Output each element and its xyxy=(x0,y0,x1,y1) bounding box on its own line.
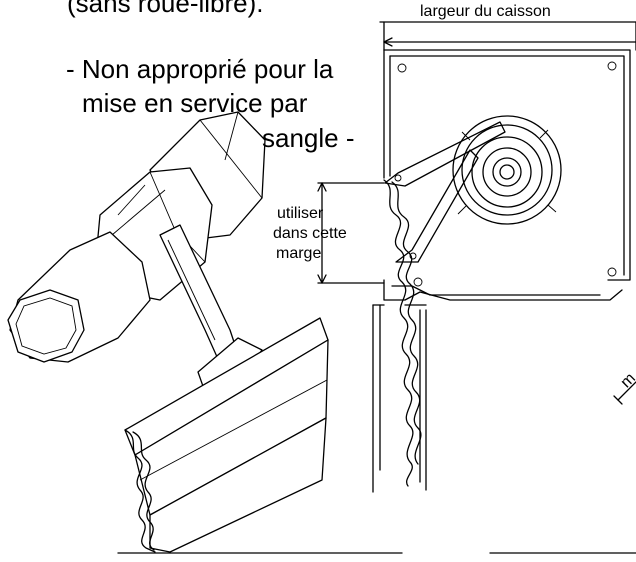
box-outline xyxy=(383,49,631,281)
upper-link-arm xyxy=(384,121,506,187)
curtain-profile-outer xyxy=(383,179,414,487)
box-width-label: largeur du caisson xyxy=(420,3,551,20)
roller-box-section xyxy=(317,21,636,554)
note-no-freewheel: (sans roue-libre). xyxy=(67,0,264,18)
roller-tube xyxy=(452,115,562,225)
margin-label-1: utiliser xyxy=(277,205,324,222)
lower-link-arm xyxy=(395,149,479,263)
note-line-1: - Non approprié pour la xyxy=(66,54,334,84)
margin-label-3: marge xyxy=(276,245,322,262)
tube-assembly-illustration xyxy=(7,111,403,554)
note-line-2: mise en service par xyxy=(82,88,308,118)
octagon-tube-end xyxy=(7,289,85,363)
note-line-3: sangle - xyxy=(262,123,355,153)
margin-label-2: dans cette xyxy=(273,225,347,242)
